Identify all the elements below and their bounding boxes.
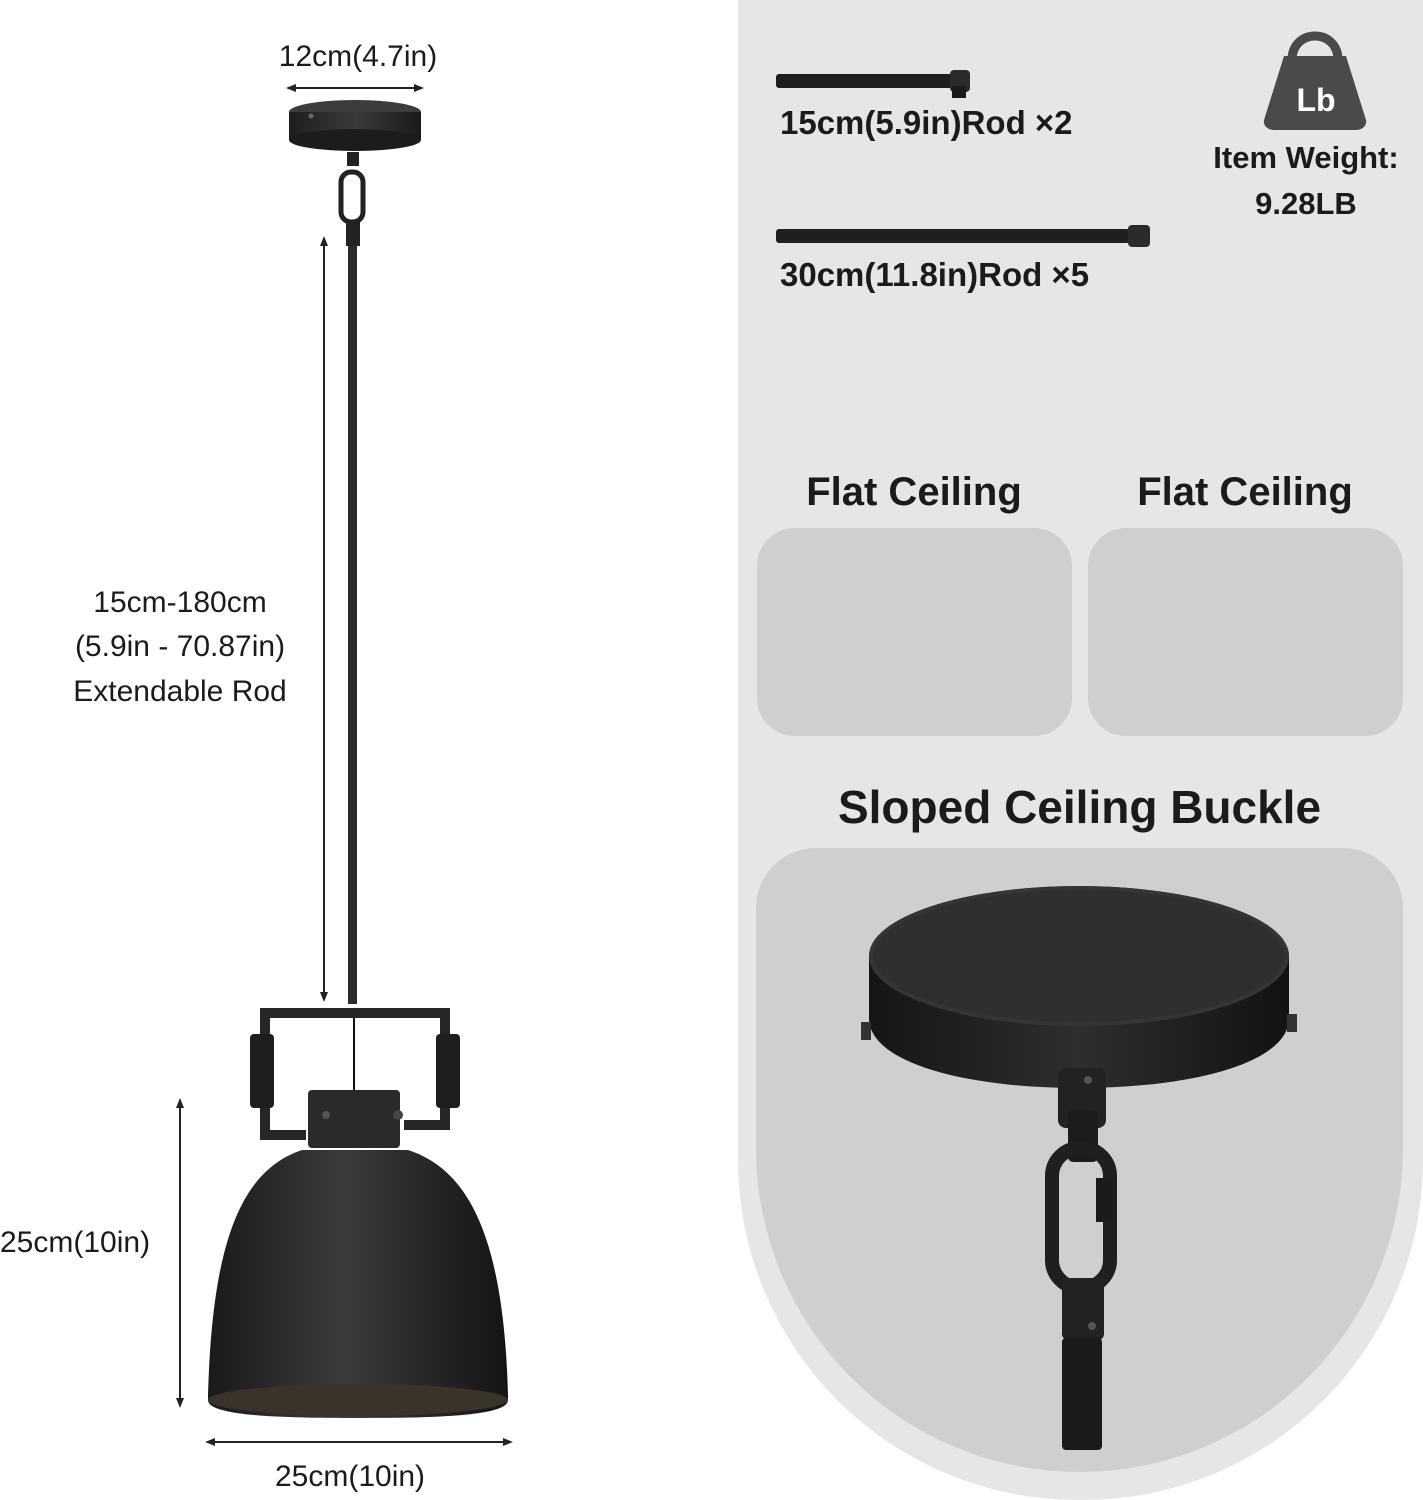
ceiling-type-heading-1: Flat Ceiling — [806, 470, 1022, 514]
ceiling-type-heading-2: Flat Ceiling — [1137, 470, 1353, 514]
rod-type-label: Extendable Rod — [73, 675, 287, 708]
buckle-title: Sloped Ceiling Buckle — [837, 781, 1322, 833]
rod-range-label: 15cm-180cm — [93, 586, 267, 619]
short-rod-graphic — [776, 70, 970, 98]
shade-height-arrow — [176, 1098, 184, 1408]
flat-ceiling-card — [757, 528, 1072, 736]
shade-width-label: 25cm(10in) — [274, 1460, 426, 1493]
short-rod-label: 15cm(5.9in)Rod ×2 — [780, 104, 1073, 141]
lamp-cap — [308, 1090, 403, 1148]
weight-label: Item Weight: — [1213, 140, 1399, 175]
canopy-width-arrow — [286, 84, 424, 92]
canopy-width-label: 12cm(4.7in) — [278, 40, 438, 73]
lamp-frame — [250, 1008, 460, 1140]
buckle-detail-card — [756, 848, 1403, 1472]
extendable-rod — [348, 246, 357, 1004]
shade-width-arrow — [205, 1438, 513, 1446]
ceiling-hook — [338, 152, 366, 246]
buckle-closeup-illustration — [861, 886, 1297, 1450]
lamp-shade — [208, 1150, 508, 1418]
long-rod-graphic — [776, 225, 1150, 247]
rod-length-arrow — [320, 236, 328, 1002]
sloped-ceiling-card — [1088, 528, 1403, 736]
shade-height-label: 25cm(10in) — [0, 1226, 151, 1259]
weight-icon — [1263, 31, 1367, 130]
weight-value: 9.28LB — [1255, 186, 1357, 221]
ceiling-canopy — [289, 100, 421, 151]
long-rod-label: 30cm(11.8in)Rod ×5 — [780, 256, 1090, 293]
pendant-lamp-illustration — [176, 84, 513, 1446]
rod-range-in-label: (5.9in - 70.87in) — [74, 630, 286, 663]
weight-icon-text: Lb — [1296, 82, 1336, 118]
